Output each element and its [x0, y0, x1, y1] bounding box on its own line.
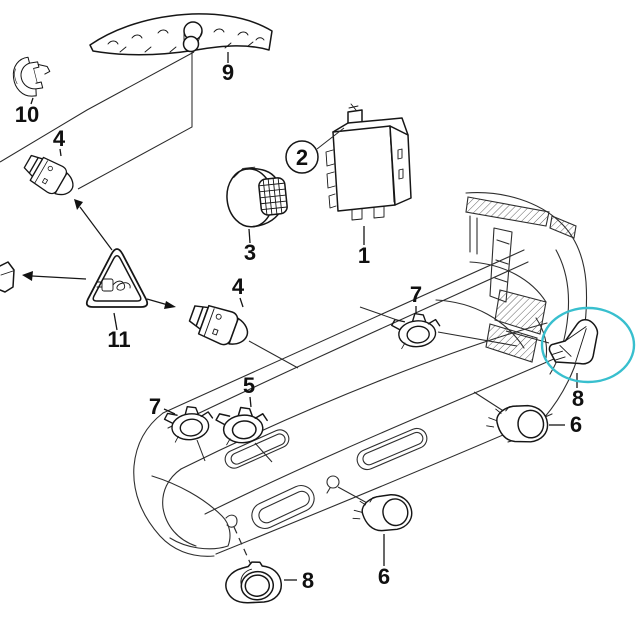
arrow-line-left [31, 275, 87, 280]
rear-bumper-drawing [133, 192, 588, 557]
part-9-bracket-drawing [89, 13, 273, 56]
callout-8-right[interactable]: 8 [572, 386, 584, 411]
callout-10[interactable]: 10 [15, 102, 39, 127]
callout-3[interactable]: 3 [244, 240, 256, 265]
part-10-holder-drawing [12, 56, 51, 97]
part-7-left-holder-drawing [162, 403, 216, 444]
leader-line [0, 51, 195, 163]
pointer-line [437, 331, 518, 347]
callout-6-center[interactable]: 6 [378, 564, 390, 589]
callout-4-upper[interactable]: 4 [53, 126, 66, 151]
dashed-leader-line [233, 526, 253, 568]
callout-1[interactable]: 1 [358, 243, 370, 268]
edge-clip-drawing [0, 261, 15, 293]
connector-plug-icon [96, 278, 131, 292]
part-7-right-holder-drawing [390, 311, 442, 350]
callout-2-circle[interactable] [285, 140, 319, 174]
part-11-warning-triangle-drawing [85, 248, 149, 308]
pointer-line [473, 391, 506, 413]
part-5-holder-drawing [214, 404, 270, 447]
part-3-plug-housing-drawing [226, 166, 288, 228]
callout-8-bottom[interactable]: 8 [302, 568, 314, 593]
callout-9[interactable]: 9 [222, 60, 234, 85]
screw-2-drawing [348, 103, 359, 111]
callout-4-center[interactable]: 4 [232, 274, 245, 299]
callout-7-left[interactable]: 7 [149, 394, 161, 419]
callout-6-right[interactable]: 6 [570, 412, 582, 437]
callout-7-right[interactable]: 7 [410, 282, 422, 307]
part-8-right-bracket-drawing [548, 319, 599, 365]
highlight-ellipse [540, 306, 636, 384]
arrow-line-right [146, 298, 169, 306]
arrowhead-left [22, 271, 33, 281]
part-6-center-cover-drawing [348, 489, 416, 539]
part-6-right-cover-drawing [484, 402, 550, 447]
leader-line [77, 50, 193, 190]
part-4-center-sensor-drawing [184, 298, 254, 353]
callout-11[interactable]: 11 [107, 327, 130, 352]
callout-5[interactable]: 5 [243, 373, 255, 398]
arrowhead-up [74, 199, 83, 210]
callout-2[interactable]: 2 [296, 145, 308, 170]
pointer-line [248, 340, 299, 369]
pointer-line [196, 439, 206, 462]
pointer-line [359, 306, 398, 321]
arrow-line-up [79, 206, 113, 251]
part-4-upper-sensor-drawing [18, 149, 81, 203]
part-1-control-module-drawing [325, 103, 412, 221]
arrowhead-right [164, 301, 176, 309]
pointer-line [254, 442, 273, 463]
pointer-line [337, 486, 370, 505]
part-8-bottom-cover-drawing [225, 561, 282, 604]
pointer-line [316, 127, 345, 150]
towing-eye-hole [326, 475, 340, 489]
